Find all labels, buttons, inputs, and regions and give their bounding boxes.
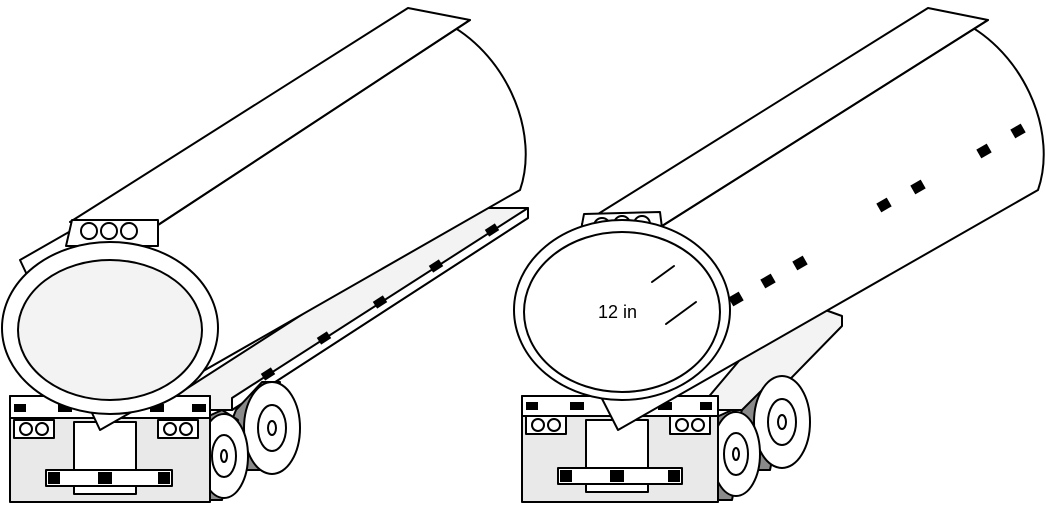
valve-circle [120,222,138,240]
left-tank-front-inner [17,259,203,401]
dimension-leader-upper [651,265,675,283]
right-tanker-truck: 12 in [513,7,1045,503]
right-tank-side-marks [728,123,1026,307]
left-flatbed-marks [260,223,500,381]
left-valve-box [65,219,159,247]
valve-circle [100,222,118,240]
dimension-label: 12 in [598,302,637,322]
valve-circle [80,222,98,240]
dimension-leader-lower [665,301,697,325]
right-tank-front-inner [523,231,721,393]
right-wheels [709,375,811,501]
left-tanker-truck [1,7,529,503]
